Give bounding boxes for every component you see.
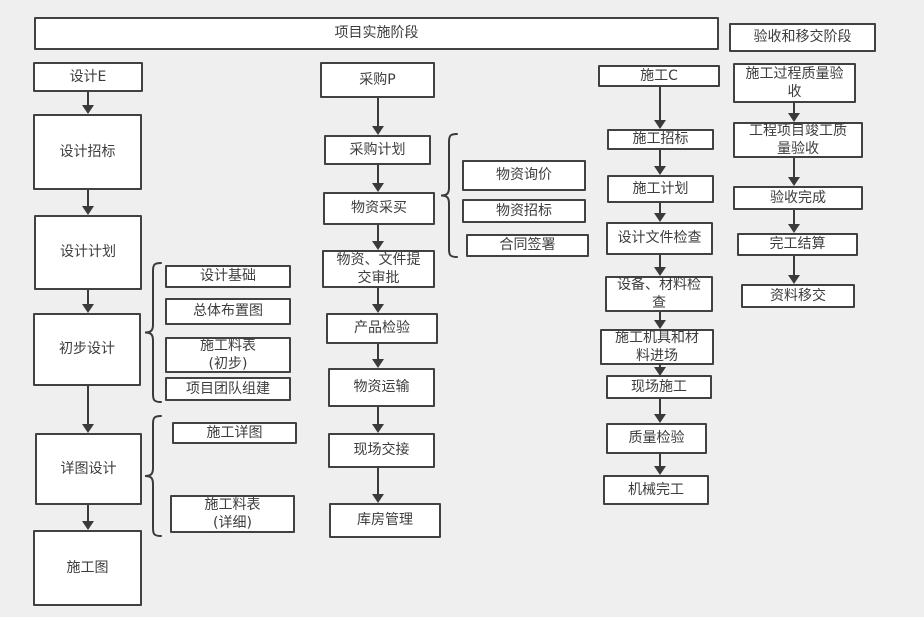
arrow-down (372, 468, 384, 503)
arrow-down (788, 103, 800, 122)
node-equipment-material-check: 设备、材料检 查 (605, 276, 713, 312)
arrow-down (372, 225, 384, 250)
node-material-transport: 物资运输 (328, 368, 435, 407)
arrow-down (654, 203, 666, 222)
node-quality-inspection: 质量检验 (606, 423, 707, 454)
arrow-down (82, 505, 94, 530)
arrow-down (654, 312, 666, 329)
node-material-list-detailed: 施工料表 (详细) (170, 495, 295, 533)
brace-detail-design (144, 415, 162, 537)
node-completion-quality-acceptance: 工程项目竣工质 量验收 (733, 122, 863, 158)
node-product-inspection: 产品检验 (326, 313, 438, 344)
node-material-document-approval: 物资、文件提 交审批 (322, 250, 435, 288)
node-site-construction: 现场施工 (606, 375, 712, 399)
node-tools-materials-entry: 施工机具和材 料进场 (600, 329, 714, 365)
node-construction-drawing: 施工图 (33, 530, 142, 606)
brace-preliminary-design (144, 262, 162, 403)
arrow-down (788, 256, 800, 284)
node-procurement-plan: 采购计划 (324, 135, 431, 165)
node-preliminary-design: 初步设计 (33, 313, 141, 386)
arrow-down (654, 255, 666, 276)
arrow-down (372, 288, 384, 313)
node-mechanical-completion: 机械完工 (603, 475, 709, 505)
node-detail-design: 详图设计 (35, 433, 142, 505)
arrow-down (654, 364, 666, 376)
arrow-down (654, 454, 666, 475)
node-material-bidding: 物资招标 (462, 199, 586, 223)
node-material-purchase: 物资采买 (323, 192, 435, 225)
node-site-handover: 现场交接 (328, 433, 435, 468)
arrow-down (788, 158, 800, 186)
brace-material-purchase (440, 133, 458, 258)
arrow-down (372, 165, 384, 192)
node-acceptance-complete: 验收完成 (733, 186, 863, 210)
node-design-e: 设计E (33, 62, 143, 92)
node-project-team-building: 项目团队组建 (165, 377, 291, 401)
arrow-down (654, 399, 666, 423)
arrow-down (788, 210, 800, 233)
arrow-down (372, 407, 384, 433)
arrow-down (372, 344, 384, 368)
node-construction-detail-drawing: 施工详图 (172, 422, 297, 444)
node-design-basis: 设计基础 (165, 265, 291, 288)
node-construction-bidding: 施工招标 (607, 129, 714, 150)
arrow-down (82, 190, 94, 215)
node-construction-c: 施工C (598, 65, 720, 87)
node-construction-plan: 施工计划 (607, 175, 714, 203)
node-general-layout: 总体布置图 (165, 298, 291, 325)
node-material-list-preliminary: 施工料表 (初步) (165, 337, 291, 373)
node-design-bidding: 设计招标 (33, 114, 142, 190)
node-process-quality-acceptance: 施工过程质量验 收 (733, 63, 856, 103)
arrow-down (82, 92, 94, 114)
arrow-down (654, 87, 666, 129)
phase-header-implementation: 项目实施阶段 (34, 17, 719, 50)
node-material-inquiry: 物资询价 (462, 160, 586, 191)
arrow-down (82, 386, 94, 433)
node-completion-settlement: 完工结算 (737, 233, 858, 256)
arrow-down (654, 150, 666, 175)
arrow-down (372, 98, 384, 135)
phase-header-acceptance: 验收和移交阶段 (729, 23, 876, 52)
node-contract-signing: 合同签署 (466, 234, 589, 257)
node-design-document-check: 设计文件检查 (606, 222, 713, 255)
arrow-down (82, 290, 94, 313)
node-design-plan: 设计计划 (34, 215, 142, 290)
node-procurement-p: 采购P (320, 62, 435, 98)
node-document-handover: 资料移交 (741, 284, 855, 308)
node-warehouse-management: 库房管理 (329, 503, 441, 538)
